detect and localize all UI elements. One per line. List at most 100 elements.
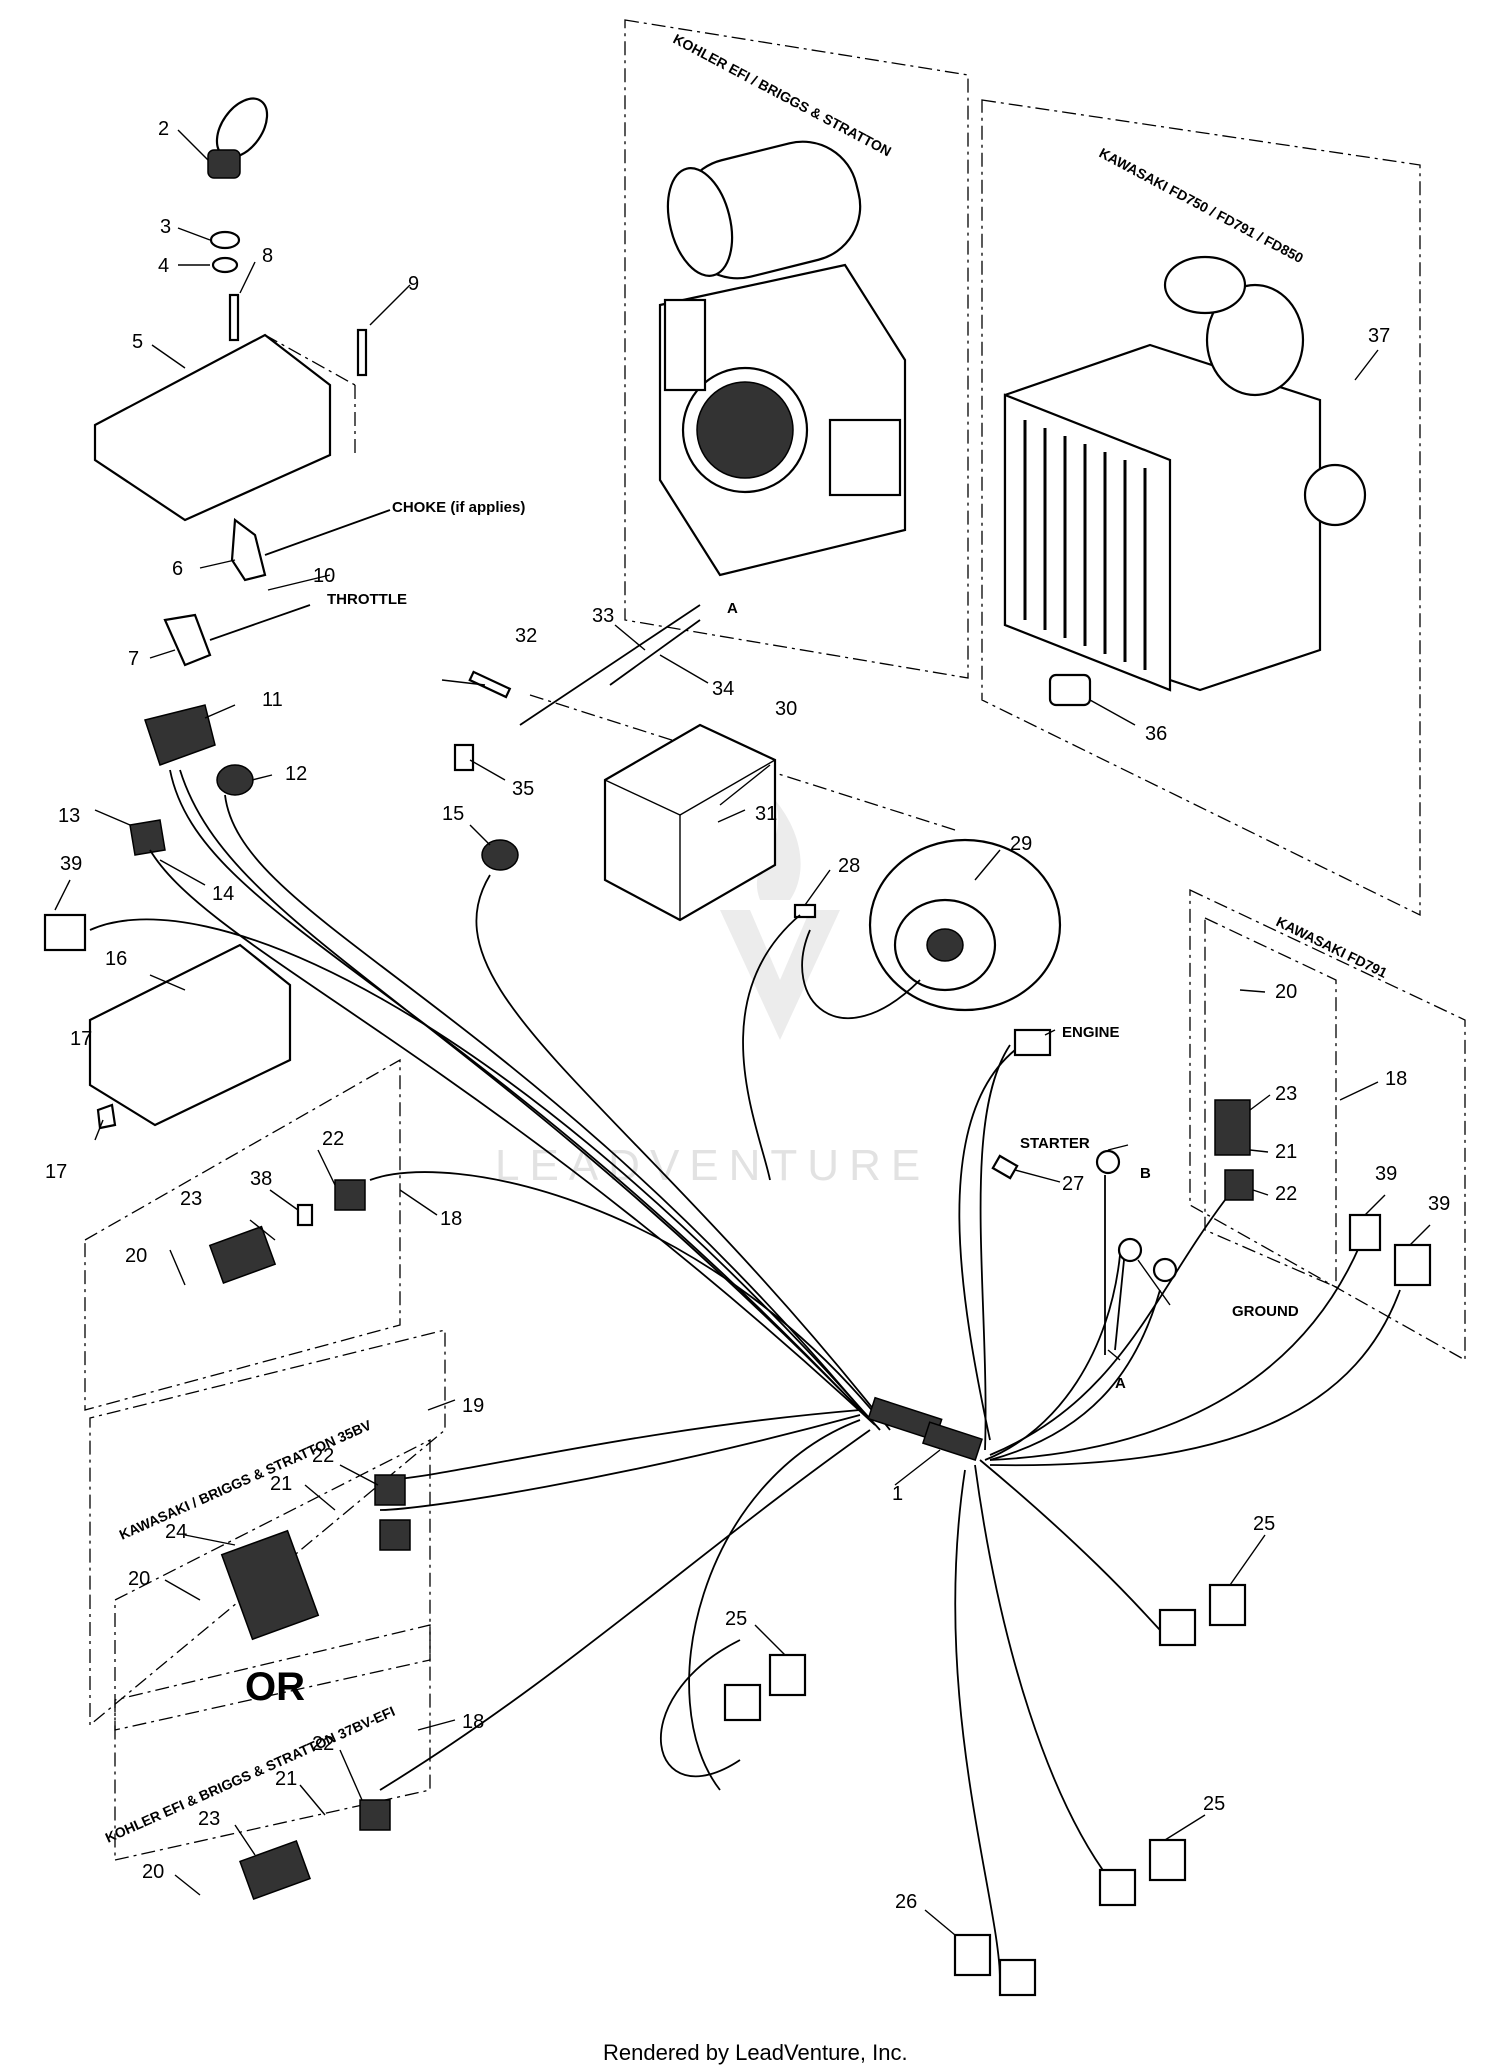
starter-ring	[1095, 1149, 1121, 1175]
choke-lever	[230, 517, 267, 582]
callout-39c: 39	[1428, 1193, 1450, 1215]
callout-23c: 23	[198, 1808, 220, 1830]
callout-25b: 25	[725, 1608, 747, 1630]
callout-26: 26	[895, 1891, 917, 1913]
connector-24	[220, 1529, 320, 1641]
group-boxes	[84, 19, 1466, 1861]
callout-23b: 23	[180, 1188, 202, 1210]
label-kohler-briggs-37bv: KOHLER EFI & BRIGGS & STRATTON 37BV-EFI	[103, 1703, 398, 1846]
switch-12	[216, 764, 254, 796]
callout-17: 17	[70, 1028, 92, 1050]
screw-2	[356, 328, 368, 377]
callout-6: 6	[172, 558, 183, 580]
label-ref-a-top: A	[727, 600, 738, 617]
callout-30: 30	[775, 698, 797, 720]
ground-lead	[1114, 1249, 1126, 1351]
ground-ring-2	[1152, 1257, 1178, 1283]
callout-11: 11	[262, 689, 283, 711]
callout-20a: 20	[1275, 981, 1297, 1003]
callout-19: 19	[462, 1395, 484, 1417]
bolt-32	[468, 670, 512, 699]
callout-21a: 21	[1275, 1141, 1297, 1163]
callout-2: 2	[158, 118, 169, 140]
callout-16: 16	[105, 948, 127, 970]
callout-33: 33	[592, 605, 614, 627]
battery	[603, 723, 777, 922]
callout-12: 12	[285, 763, 307, 785]
connector-23c	[1214, 1099, 1251, 1156]
callout-20c: 20	[128, 1568, 150, 1590]
callout-10: 10	[313, 565, 335, 587]
switch-13	[129, 819, 166, 856]
throttle-lever	[163, 613, 212, 667]
label-starter: STARTER	[1020, 1135, 1090, 1152]
callout-18b: 18	[440, 1208, 462, 1230]
fuse-holder-27	[991, 1154, 1019, 1180]
control-panel	[93, 333, 332, 522]
kawasaki-engine	[1003, 255, 1367, 692]
callout-25a: 25	[1253, 1513, 1275, 1535]
callout-37: 37	[1368, 325, 1390, 347]
callout-7: 7	[128, 648, 139, 670]
ground-ring-1	[1117, 1237, 1143, 1263]
label-choke: CHOKE (if applies)	[392, 499, 525, 516]
switch-15	[481, 839, 519, 871]
part-numbers: 2 3 4 8 9 5 6 10 7 11 12 13 14 39 16 17 …	[45, 118, 1450, 1913]
connector-36	[1048, 673, 1092, 707]
connector-22a	[334, 1179, 366, 1211]
callout-21b: 21	[270, 1473, 292, 1495]
switch-25a	[1158, 1583, 1247, 1647]
callout-22b: 22	[322, 1128, 344, 1150]
callout-23a: 23	[1275, 1083, 1297, 1105]
pto-clutch	[868, 838, 1062, 1012]
callout-31: 31	[755, 803, 777, 825]
callout-21c: 21	[275, 1768, 297, 1790]
boot-35	[453, 743, 475, 772]
label-engine: ENGINE	[1062, 1024, 1120, 1041]
callout-17b: 17	[45, 1161, 67, 1183]
callout-36: 36	[1145, 723, 1167, 745]
relay-39	[43, 913, 87, 952]
screw	[228, 293, 240, 342]
callout-18c: 18	[462, 1711, 484, 1733]
ignition-key	[207, 97, 269, 179]
footer-credit: Rendered by LeadVenture, Inc.	[603, 2040, 908, 2065]
callout-9: 9	[408, 273, 419, 295]
switch-26	[953, 1933, 1037, 1997]
watermark-text: LEADVENTURE	[495, 1141, 930, 1190]
connector-22d	[359, 1799, 391, 1831]
label-ref-b: B	[1140, 1165, 1151, 1182]
fuse-38	[296, 1203, 314, 1227]
callout-5: 5	[132, 331, 143, 353]
label-ground: GROUND	[1232, 1303, 1299, 1320]
connector-22e	[1224, 1169, 1254, 1201]
callout-22a: 22	[1275, 1183, 1297, 1205]
callout-1: 1	[892, 1483, 903, 1505]
switch-25c	[1098, 1838, 1187, 1907]
connector-28	[793, 903, 817, 919]
callout-38: 38	[250, 1168, 272, 1190]
label-or: OR	[245, 1665, 305, 1709]
callout-39b: 39	[1375, 1163, 1397, 1185]
connector-22c	[379, 1519, 411, 1551]
label-kohler-briggs-group: KOHLER EFI / BRIGGS & STRATTON	[671, 31, 894, 160]
callout-22d: 22	[312, 1733, 334, 1755]
callout-24: 24	[165, 1521, 187, 1543]
callout-39: 39	[60, 853, 82, 875]
leader-lines	[54, 129, 1431, 1936]
connector-23b	[239, 1839, 311, 1901]
label-kawasaki-briggs-35bv: KAWASAKI / BRIGGS & STRATTON 35BV	[117, 1416, 374, 1542]
engine-connector	[1013, 1028, 1052, 1057]
connector-23a	[208, 1225, 277, 1284]
callout-4: 4	[158, 255, 169, 277]
relay-39b	[1348, 1213, 1382, 1252]
harness-wires	[89, 769, 1401, 1981]
label-kawasaki-fd791-group: KAWASAKI FD791	[1274, 913, 1390, 981]
callout-13: 13	[58, 805, 80, 827]
nut	[209, 230, 241, 250]
callout-20d: 20	[142, 1861, 164, 1883]
callout-18a: 18	[1385, 1068, 1407, 1090]
callout-34: 34	[712, 678, 734, 700]
callout-29: 29	[1010, 833, 1032, 855]
